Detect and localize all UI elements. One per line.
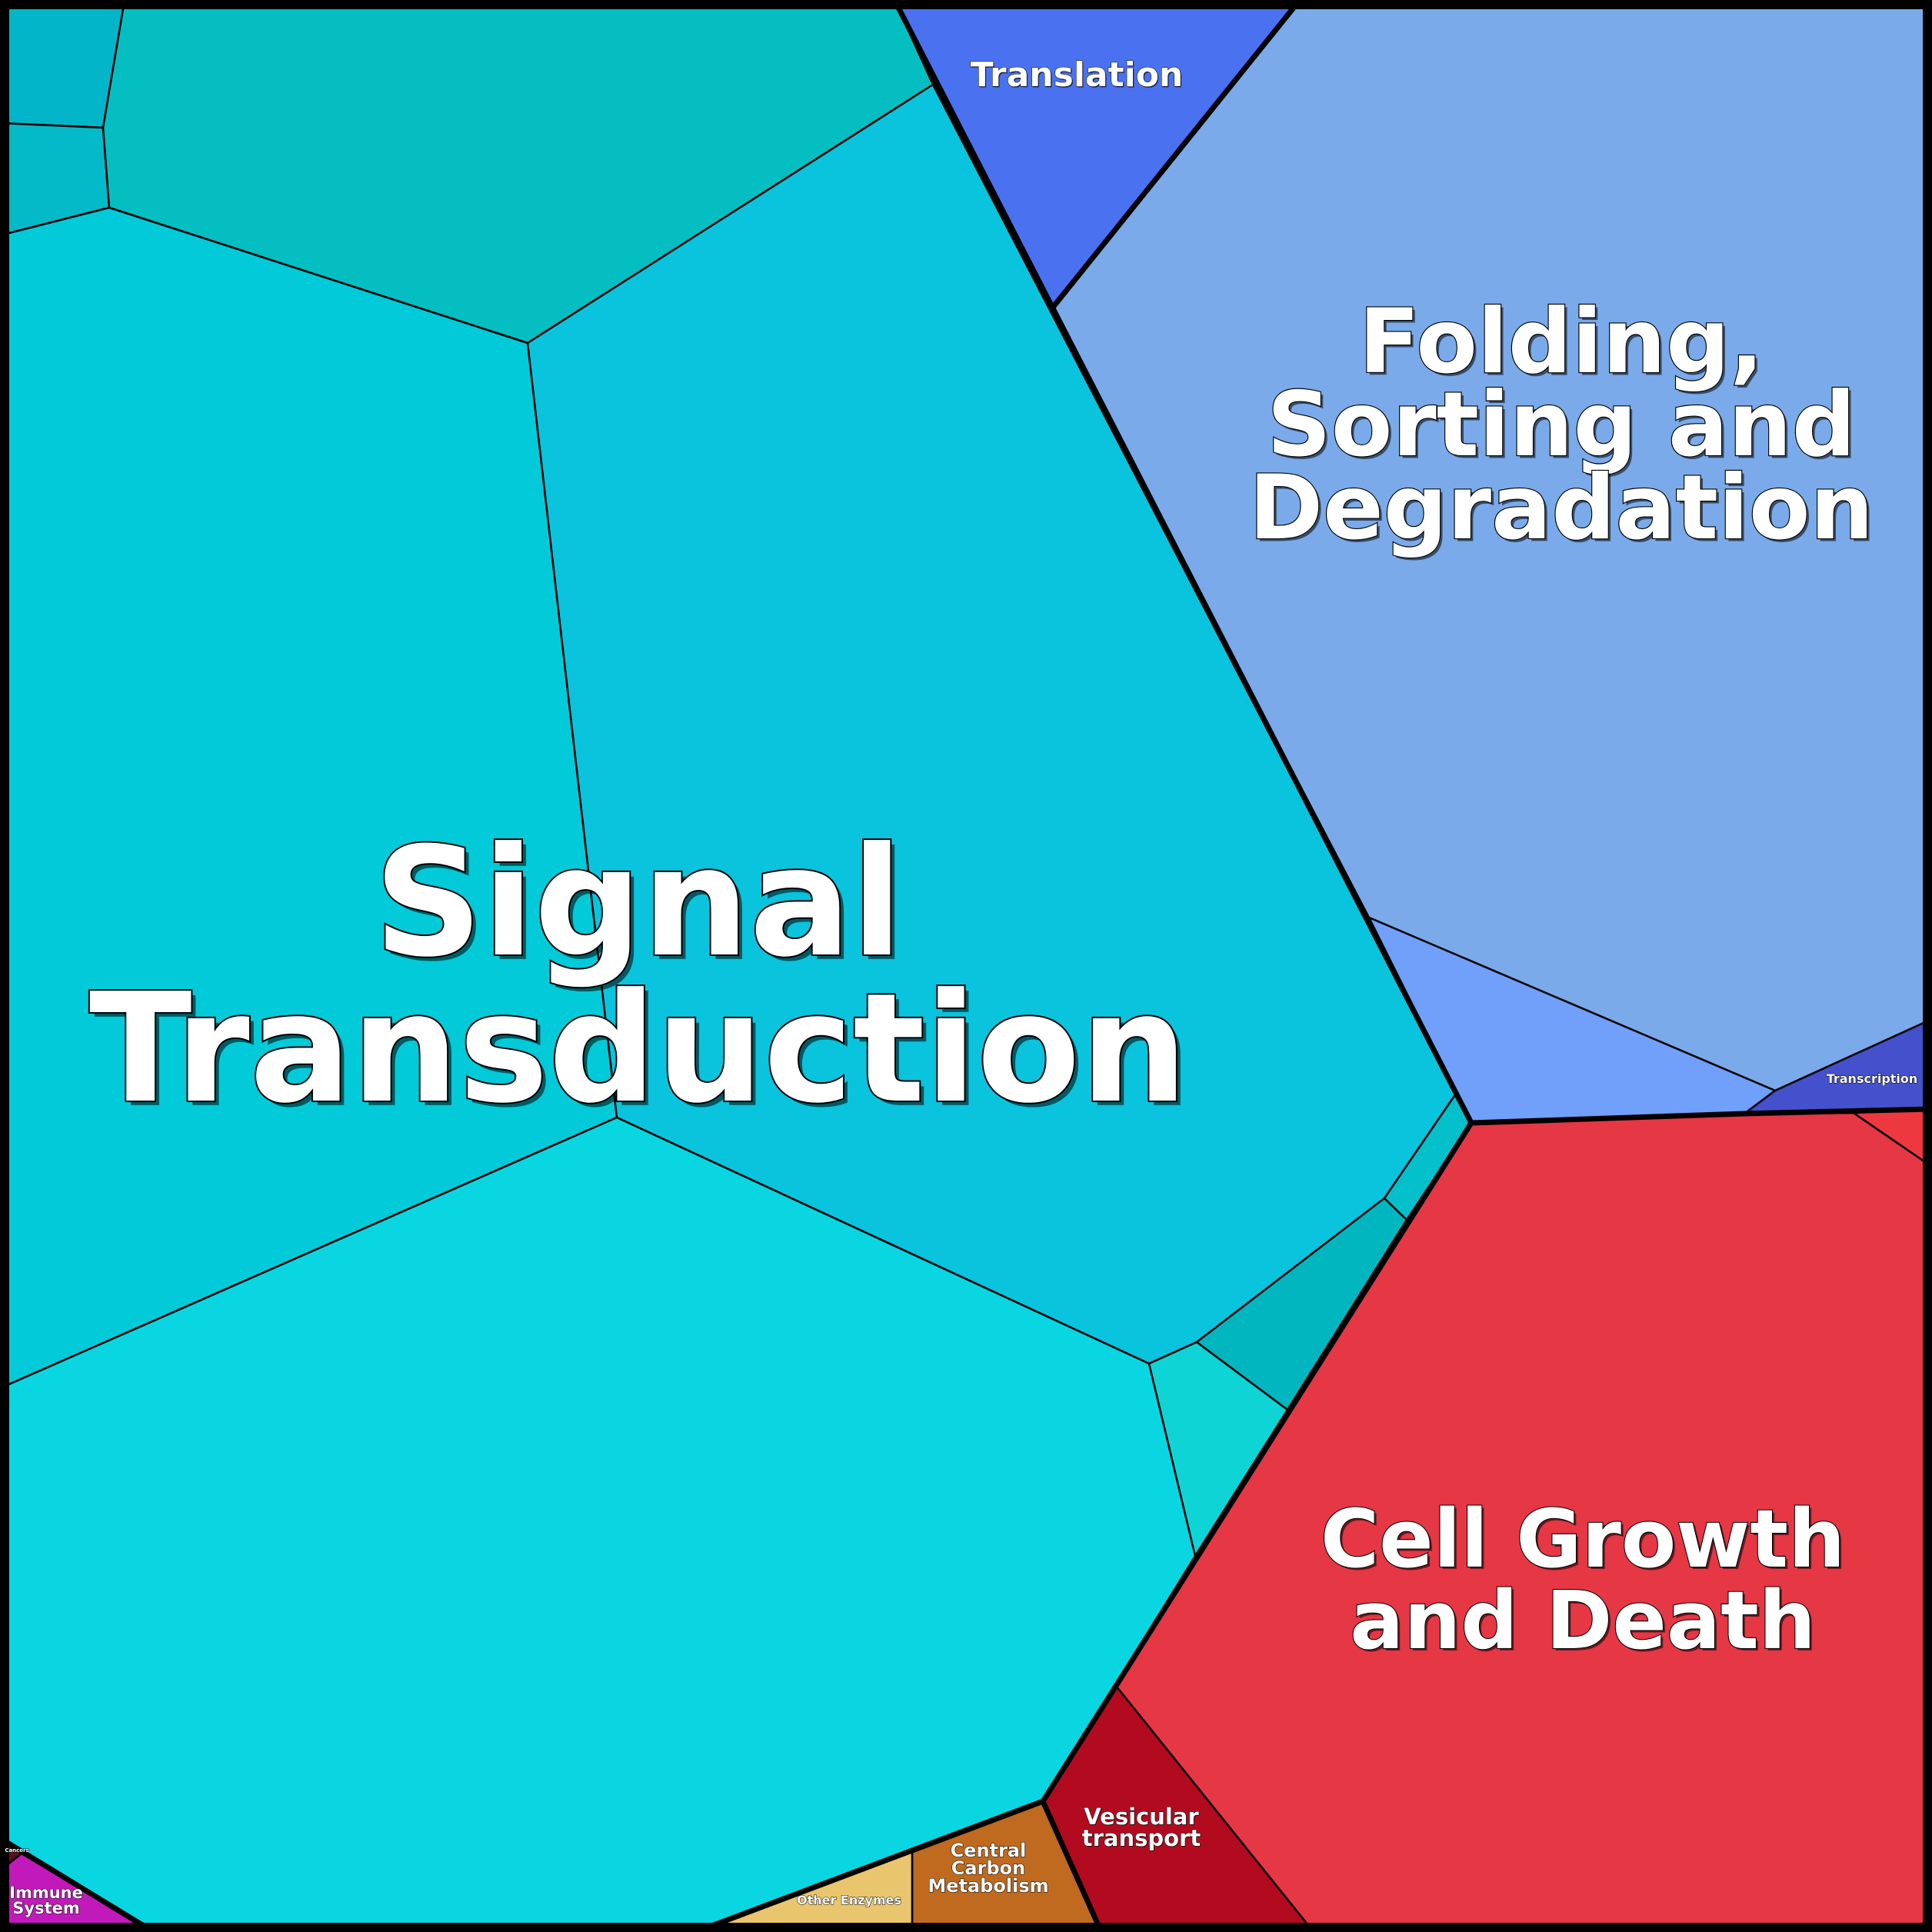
label-line: Degradation — [1249, 456, 1874, 560]
label-shadow-line: Folding, — [1361, 292, 1766, 396]
group-border-2 — [1049, 0, 1302, 311]
label-line: Signal — [374, 815, 903, 991]
label-shadow-line: Central — [951, 1840, 1027, 1862]
label-line: Cell Growth — [1321, 1492, 1845, 1586]
label-shadow-line: Other Enzymes — [797, 1893, 901, 1907]
label-line: Folding, — [1359, 290, 1764, 394]
label-line: System — [12, 1899, 79, 1917]
label-shadow-line: Metabolism — [928, 1876, 1049, 1897]
label-line: Translation — [971, 55, 1184, 95]
label-shadow-line: Signal — [378, 820, 908, 995]
label-line: Metabolism — [928, 1875, 1048, 1897]
label-central-carbon-metabolism: CentralCentralCarbonCarbonMetabolismMeta… — [928, 1840, 1049, 1897]
group-border-6 — [0, 1836, 155, 1932]
label-line: Cancers — [5, 1847, 28, 1854]
label-line: Carbon — [951, 1857, 1025, 1879]
label-shadow-line: Degradation — [1251, 458, 1876, 562]
label-shadow-line: transport — [1083, 1826, 1202, 1852]
label-shadow-line: Vesicular — [1084, 1804, 1200, 1830]
label-shadow-line: Translation — [971, 56, 1184, 95]
label-shadow-line: Carbon — [952, 1858, 1026, 1880]
label-shadow-line: Immune — [10, 1884, 84, 1903]
label-shadow-line: Sorting and — [1270, 375, 1859, 479]
group-border-4 — [911, 1798, 1044, 1854]
labels-layer: SignalSignalTransductionTransductionFold… — [5, 55, 1918, 1918]
label-line: transport — [1082, 1825, 1201, 1851]
label-line: Immune — [9, 1884, 83, 1902]
label-line: Transcription — [1827, 1071, 1918, 1086]
label-shadow-line: Cancers — [5, 1847, 29, 1854]
group-border-3 — [1471, 1106, 1932, 1126]
label-shadow-line: System — [13, 1900, 80, 1918]
label-line: Transduction — [89, 961, 1188, 1137]
label-line: Sorting and — [1267, 373, 1856, 477]
label-shadow-line: Transcription — [1827, 1071, 1918, 1086]
label-shadow-line: Transduction — [94, 966, 1192, 1141]
group-border-5 — [1040, 1800, 1104, 1932]
label-shadow-line: Cell Growth — [1323, 1494, 1847, 1588]
label-shadow-line: and Death — [1352, 1576, 1818, 1670]
label-line: Vesicular — [1084, 1804, 1199, 1830]
label-line: Central — [951, 1840, 1027, 1861]
label-line: Other Enzymes — [797, 1893, 901, 1907]
label-line: and Death — [1350, 1574, 1816, 1667]
